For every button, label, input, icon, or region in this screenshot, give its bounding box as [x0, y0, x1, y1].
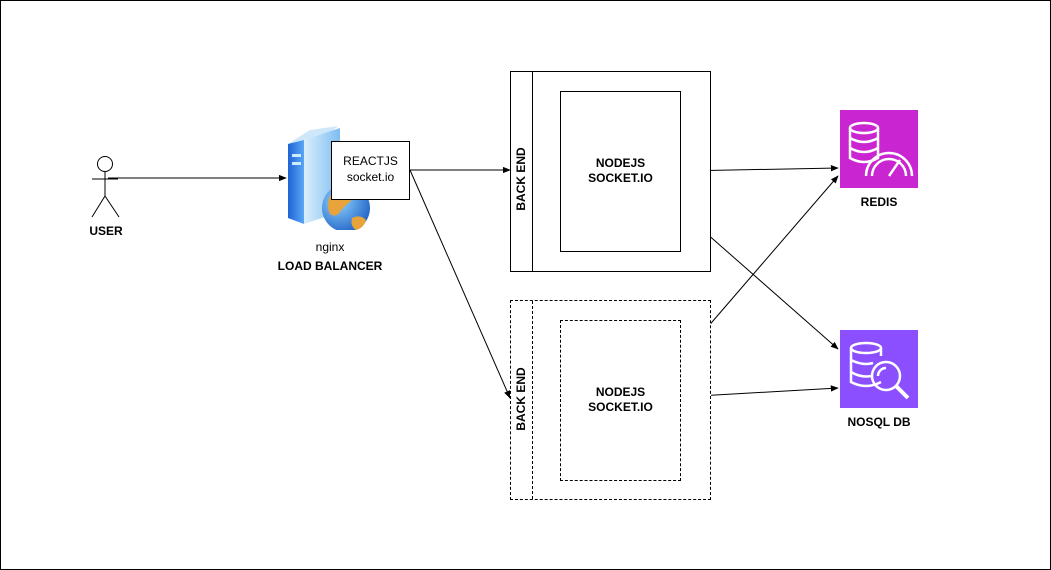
frontend-line-2: socket.io: [346, 170, 395, 184]
nginx-label: nginx: [315, 240, 345, 254]
backend-2-service: NODEJS SOCKET.IO: [560, 320, 681, 481]
arrow-frontend-to-backend-2: [409, 169, 511, 399]
backend-2-service-line-2: SOCKET.IO: [588, 400, 653, 414]
backend-2-service-line-1: NODEJS: [595, 385, 646, 399]
redis-database-icon: [840, 110, 918, 188]
frontend-box: REACTJS socket.io: [331, 141, 410, 200]
nosql-label: NOSQL DB: [847, 415, 911, 429]
backend-2-divider: [532, 301, 533, 499]
backend-2-label: BACK END: [514, 367, 528, 431]
backend-1-service-line-1: NODEJS: [595, 156, 646, 170]
backend-1-service: NODEJS SOCKET.IO: [560, 91, 681, 252]
backend-1-divider: [532, 72, 533, 271]
user-label: USER: [89, 224, 123, 238]
backend-1-service-line-2: SOCKET.IO: [588, 171, 653, 185]
backend-1-label: BACK END: [514, 147, 528, 211]
redis-label: REDIS: [860, 195, 898, 209]
load-balancer-label: LOAD BALANCER: [277, 259, 383, 273]
frontend-line-1: REACTJS: [343, 154, 398, 168]
stick-figure-icon: [91, 156, 120, 218]
nosql-database-icon: [840, 330, 918, 408]
